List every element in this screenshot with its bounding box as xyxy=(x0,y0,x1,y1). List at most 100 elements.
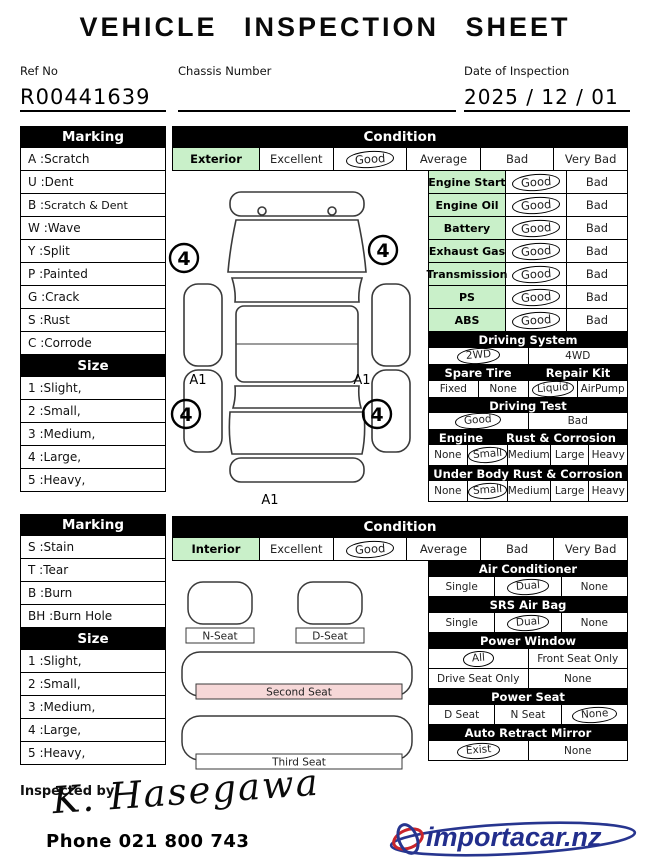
check-good-selected: Good xyxy=(505,194,566,216)
condition-option-selected: Good xyxy=(332,148,407,170)
selected-mark: Good xyxy=(511,195,561,215)
size-row: 1Slight, xyxy=(20,650,166,673)
logo-text: importacar.nz xyxy=(426,822,602,852)
interior-row-label: Interior xyxy=(173,538,259,560)
check-bad: Bad xyxy=(566,309,627,331)
check-label: Engine Oil xyxy=(429,194,505,216)
check-good-selected: Good xyxy=(505,240,566,262)
power-seat-header: Power Seat xyxy=(428,689,628,705)
marking-row: BScratch & Dent xyxy=(20,194,166,217)
driving-test-option: Bad xyxy=(527,413,628,429)
pw-option-selected: All xyxy=(429,649,528,668)
exterior-row-label: Exterior xyxy=(173,148,259,170)
exterior-condition-header: Condition xyxy=(172,126,628,148)
marking-label: Rust xyxy=(43,313,70,327)
size-code: 1 xyxy=(28,381,44,395)
marking-code: S xyxy=(28,540,43,554)
auto-retract-mirror-row: Exist None xyxy=(428,741,628,761)
condition-option: Excellent xyxy=(259,148,333,170)
marking-code: B xyxy=(28,198,44,212)
check-good-selected: Good xyxy=(505,217,566,239)
pw-option: Drive Seat Only xyxy=(437,672,520,685)
driving-system-header: Driving System xyxy=(428,332,628,348)
selected-mark: Good xyxy=(511,264,561,284)
marking-code: G xyxy=(28,290,45,304)
selected-mark: Small xyxy=(467,481,508,501)
marking-label: Corrode xyxy=(44,336,92,350)
selected-mark: Small xyxy=(467,445,508,465)
marking-label: Wave xyxy=(47,221,81,235)
marking-row: YSplit xyxy=(20,240,166,263)
exterior-condition-row: Exterior Excellent Good Average Bad Very… xyxy=(172,148,628,171)
spare-option: None xyxy=(477,381,528,397)
size-row: 4Large, xyxy=(20,719,166,742)
driving-test-row: Good Bad xyxy=(428,411,628,431)
rust-option: Large xyxy=(549,481,589,501)
marking-label: Tear xyxy=(43,563,69,577)
spare-option: Fixed xyxy=(439,383,467,395)
marking-row: UDent xyxy=(20,171,166,194)
damage-circle xyxy=(361,398,393,430)
engine-rust-header: Engine Rust & Corrosion xyxy=(428,430,628,445)
check-bad: Bad xyxy=(566,171,627,193)
condition-option: Very Bad xyxy=(553,148,627,170)
left-front-panel xyxy=(183,283,223,367)
selected-mark: Exist xyxy=(456,741,501,760)
check-bad: Bad xyxy=(566,240,627,262)
condition-option: Very Bad xyxy=(553,538,627,560)
pw-option: Front Seat Only xyxy=(527,649,628,668)
right-front-panel xyxy=(371,283,411,367)
rust-option-selected: Small xyxy=(466,481,508,501)
marking-row: BHBurn Hole xyxy=(20,605,166,628)
spare-repair-row: Fixed None Liquid AirPump xyxy=(428,379,628,399)
check-row: Transmission Good Bad xyxy=(427,263,628,286)
exterior-marking-header: Marking xyxy=(20,126,166,148)
marking-code: BH xyxy=(28,609,53,623)
marking-code: A xyxy=(28,152,44,166)
panel-label: A1 xyxy=(353,373,370,388)
marking-code: U xyxy=(28,175,45,189)
size-label: Medium, xyxy=(43,700,96,714)
size-row: 4Large, xyxy=(20,446,166,469)
power-window-row-1: All Front Seat Only xyxy=(428,649,628,669)
marking-code: B xyxy=(28,586,44,600)
check-good-selected: Good xyxy=(505,171,566,193)
marking-label: Scratch xyxy=(44,152,90,166)
marking-label: Scratch & Dent xyxy=(44,198,128,212)
rust-option-selected: Small xyxy=(466,445,508,465)
size-label: Heavy, xyxy=(43,746,86,760)
size-code: 3 xyxy=(28,700,44,714)
hood xyxy=(227,219,367,273)
damage-circle xyxy=(170,398,202,430)
marking-code: S xyxy=(28,313,43,327)
rear-window xyxy=(231,385,363,409)
marking-label: Burn Hole xyxy=(53,609,113,623)
seat-diagram: N-Seat D-Seat Second Seat Third Seat xyxy=(181,581,413,770)
selected-mark: Good xyxy=(345,149,395,169)
windshield xyxy=(230,277,364,303)
marking-label: Stain xyxy=(43,540,75,554)
exterior-size-header: Size xyxy=(20,355,166,377)
size-row: 1Slight, xyxy=(20,377,166,400)
ac-option: Single xyxy=(445,580,478,593)
chassis-number-field: Chassis Number xyxy=(178,64,456,112)
date-label: Date of Inspection xyxy=(464,64,570,78)
size-code: 1 xyxy=(28,654,44,668)
marking-row: GCrack xyxy=(20,286,166,309)
marking-code: P xyxy=(28,267,43,281)
srs-air-bag-row: Single Dual None xyxy=(428,613,628,633)
size-label: Large, xyxy=(43,723,82,737)
chassis-number-label: Chassis Number xyxy=(178,64,272,78)
panel-label: A1 xyxy=(189,373,206,388)
second-seat-label-box xyxy=(195,683,403,700)
check-bad: Bad xyxy=(566,194,627,216)
size-row: 2Small, xyxy=(20,400,166,423)
size-label: Slight, xyxy=(43,381,82,395)
interior-condition-header: Condition xyxy=(172,516,628,538)
rear-bumper xyxy=(229,457,365,483)
size-label: Heavy, xyxy=(43,473,86,487)
condition-option-selected: Good xyxy=(332,538,407,560)
second-seat-label: Second Seat xyxy=(266,687,332,699)
check-bad: Bad xyxy=(566,286,627,308)
trunk xyxy=(228,411,366,455)
